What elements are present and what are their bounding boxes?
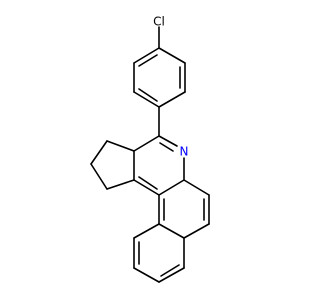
bond	[159, 142, 174, 152]
bond	[138, 54, 158, 67]
bond	[138, 176, 158, 190]
structure-diagram: Cl N	[0, 0, 300, 300]
background	[0, 0, 300, 300]
bond	[160, 264, 180, 277]
bond	[158, 47, 186, 64]
bond	[133, 223, 160, 239]
bond	[90, 140, 108, 165]
bond	[183, 179, 210, 196]
bonds	[90, 26, 210, 283]
nitrogen-label: N	[180, 145, 189, 159]
bond	[106, 140, 135, 152]
bond	[158, 267, 185, 283]
atom-labels: Cl N	[153, 15, 188, 159]
bond	[106, 179, 135, 190]
bond	[133, 47, 160, 64]
bond	[133, 135, 160, 152]
bond	[138, 88, 158, 102]
bond	[183, 223, 210, 239]
chlorine-label: Cl	[153, 15, 165, 29]
bond	[90, 163, 108, 190]
bond	[158, 223, 185, 239]
bond	[158, 135, 178, 147]
bond	[133, 267, 160, 283]
bond	[158, 179, 185, 196]
bond	[158, 91, 186, 108]
bond	[133, 91, 160, 108]
bond	[133, 179, 160, 196]
